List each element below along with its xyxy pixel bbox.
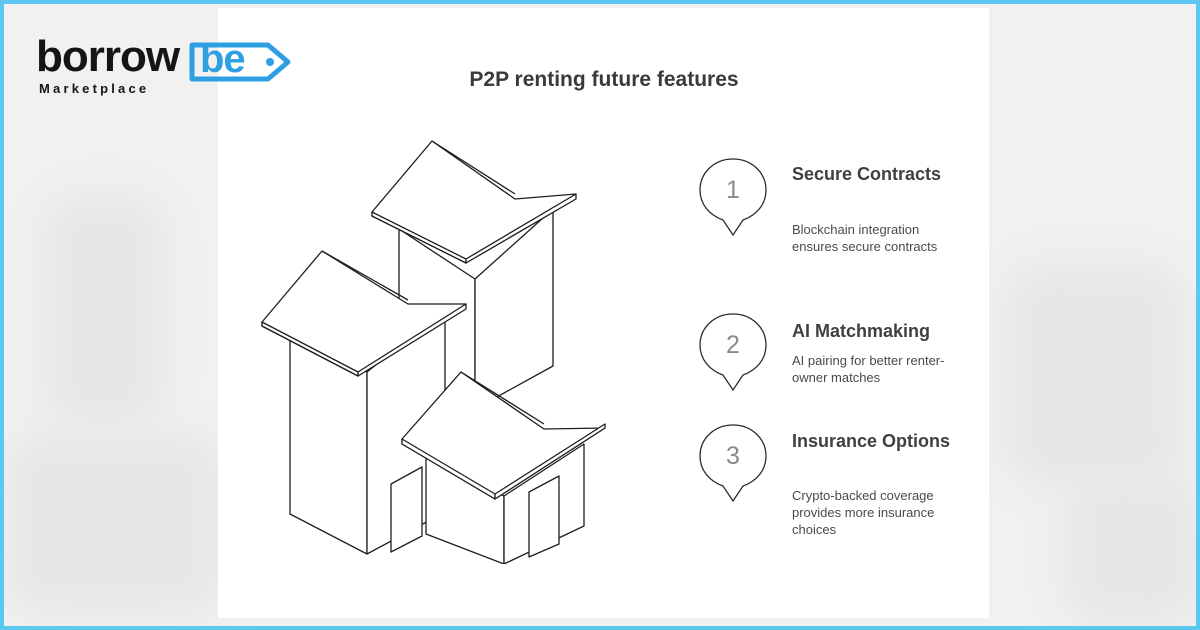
feature-number: 1	[726, 176, 740, 204]
logo-subtitle: Marketplace	[39, 81, 150, 96]
background-shape	[1064, 474, 1196, 624]
feature-title: Secure Contracts	[792, 164, 942, 184]
feature-number: 3	[726, 442, 740, 470]
feature-description: Crypto-backed coverage provides more ins…	[792, 488, 935, 537]
logo-tag-text: be	[200, 37, 246, 81]
small-house-icon	[401, 371, 606, 564]
brand-logo[interactable]: borrow be Marketplace	[36, 32, 291, 99]
isometric-houses-icon	[261, 140, 606, 564]
location-pin-icon	[699, 158, 767, 237]
feature-description: AI pairing for better renter-owner match…	[792, 353, 945, 385]
logo-wordmark: borrow	[36, 32, 180, 81]
feature-title: Insurance Options	[792, 431, 951, 451]
feature-item: 3 Insurance Options Crypto-backed covera…	[698, 423, 958, 553]
background-shape	[1004, 264, 1184, 484]
location-pin-icon	[699, 424, 767, 503]
background-shape	[44, 194, 164, 424]
feature-item: 2 AI Matchmaking AI pairing for better r…	[698, 312, 958, 412]
background-shape	[4, 434, 224, 614]
feature-title: AI Matchmaking	[792, 321, 931, 341]
location-pin-icon	[699, 313, 767, 392]
price-tag-icon	[189, 42, 291, 82]
page-title: P2P renting future features	[469, 68, 739, 91]
feature-description: Blockchain integration ensures secure co…	[792, 222, 938, 254]
feature-item: 1 Secure Contracts Blockchain integratio…	[698, 157, 958, 287]
feature-number: 2	[726, 331, 740, 359]
